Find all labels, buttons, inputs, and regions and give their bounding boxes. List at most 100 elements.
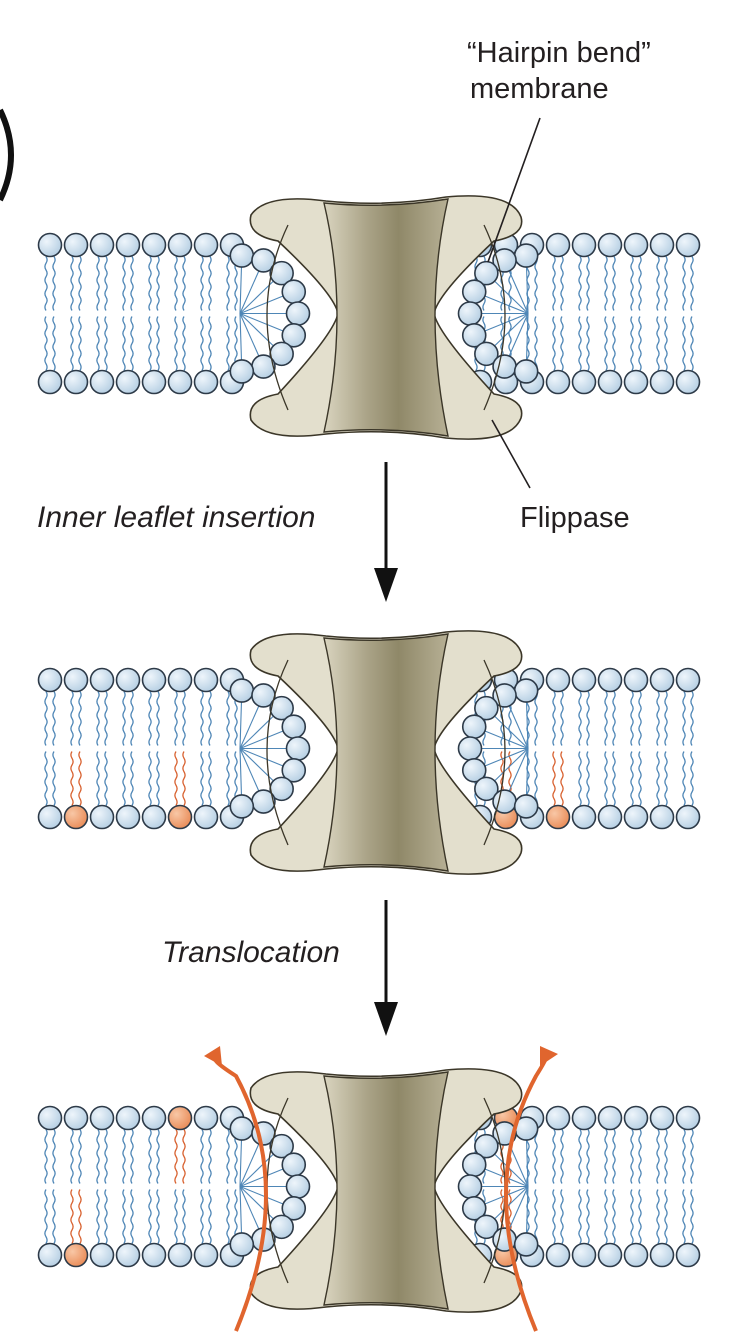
lipid-head — [675, 232, 701, 258]
translocated-lipid-head — [167, 1105, 193, 1131]
lipid-tail — [104, 1189, 108, 1244]
hairpin-lipid-tail — [484, 295, 529, 315]
lipid-head — [167, 1242, 193, 1268]
lipid-head — [675, 1105, 701, 1131]
lipid-tail — [604, 751, 608, 806]
hairpin-lipid-tail — [494, 748, 529, 782]
lipid-tail — [630, 751, 634, 806]
hairpin-lipid-tail — [484, 747, 529, 767]
membrane-panel-after-inner-leaflet-insertion — [37, 630, 708, 875]
lipid-tail — [612, 1129, 616, 1184]
lipid-tail — [122, 256, 126, 311]
hairpin-lipid-tail — [239, 270, 260, 314]
lipid-tail — [104, 1129, 108, 1184]
lipid-head — [597, 667, 623, 693]
lipid-tail — [44, 751, 48, 806]
lipid-tail — [52, 256, 56, 311]
lipid-tail — [690, 256, 694, 311]
lipid-tail — [612, 691, 616, 746]
lipid-head — [571, 804, 597, 830]
hairpin-lipid-tail — [525, 267, 529, 314]
lipid-tail — [690, 316, 694, 371]
lipid-tail — [604, 256, 608, 311]
hairpin-lipid-head — [461, 757, 487, 783]
lipid-head — [193, 1242, 219, 1268]
hairpin-lipid-tail — [239, 748, 260, 792]
hairpin-lipid-tail — [508, 1186, 529, 1230]
hairpin-lipid-head — [513, 678, 539, 703]
lipid-tail — [104, 691, 108, 746]
lipid-tail — [208, 256, 212, 311]
translocated-lipid-head — [63, 804, 89, 830]
lipid-tail — [638, 1129, 642, 1184]
lipid-tail — [664, 256, 668, 311]
lipid-head — [141, 232, 167, 258]
hairpin-lipid-head — [474, 776, 499, 802]
hairpin-lipid-head — [269, 1133, 294, 1159]
lipid-tail — [630, 256, 634, 311]
lipid-head — [545, 232, 571, 258]
hairpin-lipid-tail — [239, 1186, 274, 1220]
lipid-tail — [682, 1189, 686, 1244]
lipid-tail — [578, 751, 582, 806]
lipid-tail — [552, 256, 556, 311]
lipid-tail — [104, 751, 108, 806]
hairpin-lipid-tail — [239, 702, 243, 749]
lipid-tail — [122, 691, 126, 746]
membrane-panel-after-translocation — [37, 1046, 708, 1332]
hairpin-lipid-head — [285, 1174, 311, 1199]
lipid-tail — [70, 1129, 74, 1184]
lipid-tail — [148, 1129, 152, 1184]
hairpin-lipid-head — [457, 1174, 483, 1199]
hairpin-lipid-tail — [239, 1168, 284, 1188]
lipid-tail — [226, 1129, 230, 1184]
lipid-tail — [156, 1129, 160, 1184]
lipid-tail — [70, 316, 74, 371]
lipid-tail — [174, 1189, 178, 1244]
lipid-tail — [174, 256, 178, 311]
lipid-tail — [70, 751, 74, 806]
lipid-head — [37, 804, 63, 830]
hairpin-lipid-head — [474, 260, 499, 286]
hairpin-lipid-head — [229, 243, 255, 268]
hairpin-lipid-tail — [239, 730, 284, 750]
lipid-head — [649, 804, 675, 830]
lipid-tail — [148, 1189, 152, 1244]
hairpin-lipid-head — [461, 714, 487, 740]
lipid-head — [597, 1242, 623, 1268]
lipid-tail — [552, 751, 556, 806]
hairpin-lipid-head — [281, 1195, 307, 1221]
panel-bracket-fragment — [0, 108, 14, 202]
hairpin-lipid-tail — [239, 748, 274, 782]
lipid-tail — [200, 1129, 204, 1184]
flippase-central-barrel — [323, 198, 449, 437]
lipid-tail — [612, 316, 616, 371]
hairpin-lipid-tail — [525, 1186, 529, 1233]
lipid-tail — [226, 691, 230, 746]
lipid-head — [37, 1242, 63, 1268]
flippase-leader-line — [491, 419, 531, 489]
hairpin-lipid-tail — [525, 313, 529, 360]
lipid-tail — [226, 751, 230, 806]
lipid-head — [193, 232, 219, 258]
lipid-tail — [122, 1129, 126, 1184]
lipid-head — [675, 369, 701, 395]
flippase-lobe-edge — [266, 224, 289, 411]
hairpin-lipid-head — [285, 301, 311, 326]
lipid-tail — [586, 256, 590, 311]
lipid-tail — [156, 256, 160, 311]
hairpin-lipid-tail — [525, 1140, 529, 1187]
lipid-tail — [604, 691, 608, 746]
hairpin-lipid-head — [461, 279, 487, 305]
lipid-tail — [604, 316, 608, 371]
lipid-head — [649, 1105, 675, 1131]
hairpin-lipid-tail — [239, 295, 284, 315]
lipid-tail — [96, 256, 100, 311]
lipid-head — [63, 369, 89, 395]
lipid-head — [597, 1105, 623, 1131]
lipid-head — [597, 232, 623, 258]
step-arrow-2 — [374, 900, 398, 1036]
hairpin-lipid-tail — [508, 313, 529, 357]
lipid-tail — [664, 751, 668, 806]
lipid-tail — [174, 751, 178, 806]
